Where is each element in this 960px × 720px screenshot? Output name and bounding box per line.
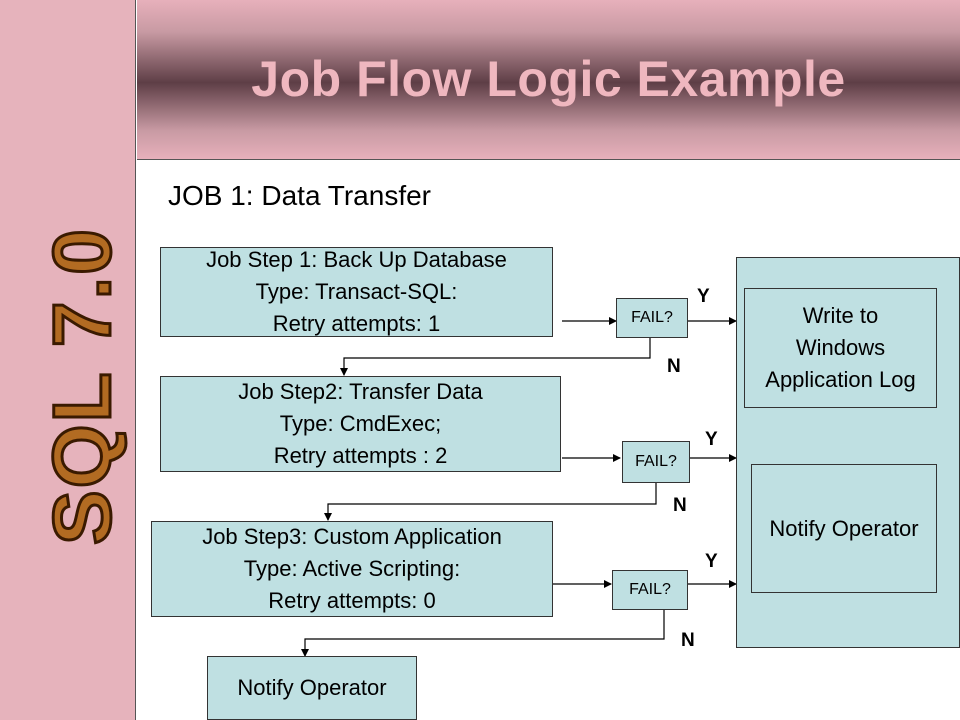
fail-check-2: FAIL? — [622, 441, 690, 483]
step-1-retry: Retry attempts: 1 — [272, 311, 441, 336]
write-app-log-box: Write to Windows Application Log — [744, 288, 937, 408]
header-banner: Job Flow Logic Example — [137, 0, 960, 160]
final-notify-label: Notify Operator — [237, 675, 387, 700]
step-1-name: Job Step 1: Back Up Database — [206, 247, 507, 272]
log-line-3: Application Log — [765, 367, 916, 392]
fail-check-3: FAIL? — [612, 570, 688, 610]
yes-label-3: Y — [705, 551, 718, 572]
log-line-1: Write to — [802, 303, 879, 328]
job-title: JOB 1: Data Transfer — [168, 180, 431, 211]
job-step-2: Job Step2: Transfer Data Type: CmdExec; … — [160, 376, 561, 472]
logo-text: SQL 7.0 — [37, 227, 128, 545]
job-step-1: Job Step 1: Back Up Database Type: Trans… — [160, 247, 553, 337]
no-label-2: N — [673, 495, 687, 516]
step-1-type: Type: Transact-SQL: — [255, 279, 458, 304]
no-label-1: N — [667, 356, 681, 377]
step-2-retry: Retry attempts : 2 — [273, 443, 448, 468]
sql-logo: SQL 7.0 — [36, 226, 130, 547]
step-2-name: Job Step2: Transfer Data — [238, 379, 483, 404]
page-title: Job Flow Logic Example — [251, 51, 846, 107]
arrow-fail1-no — [340, 338, 651, 376]
log-line-2: Windows — [795, 335, 886, 360]
step-2-type: Type: CmdExec; — [279, 411, 442, 436]
step-3-name: Job Step3: Custom Application — [202, 524, 502, 549]
yes-label-1: Y — [697, 286, 710, 307]
no-label-3: N — [681, 630, 695, 651]
step-3-retry: Retry attempts: 0 — [268, 588, 436, 613]
sidebar: SQL 7.0 — [0, 0, 136, 720]
final-notify-operator: Notify Operator — [207, 656, 417, 720]
notify-operator-label: Notify Operator — [769, 515, 919, 541]
fail-check-1: FAIL? — [616, 298, 688, 338]
job-step-3: Job Step3: Custom Application Type: Acti… — [151, 521, 553, 617]
arrow-fail2-no — [324, 483, 657, 521]
yes-label-2: Y — [705, 429, 718, 450]
step-3-type: Type: Active Scripting: — [243, 556, 461, 581]
notify-operator-box: Notify Operator — [751, 464, 937, 593]
